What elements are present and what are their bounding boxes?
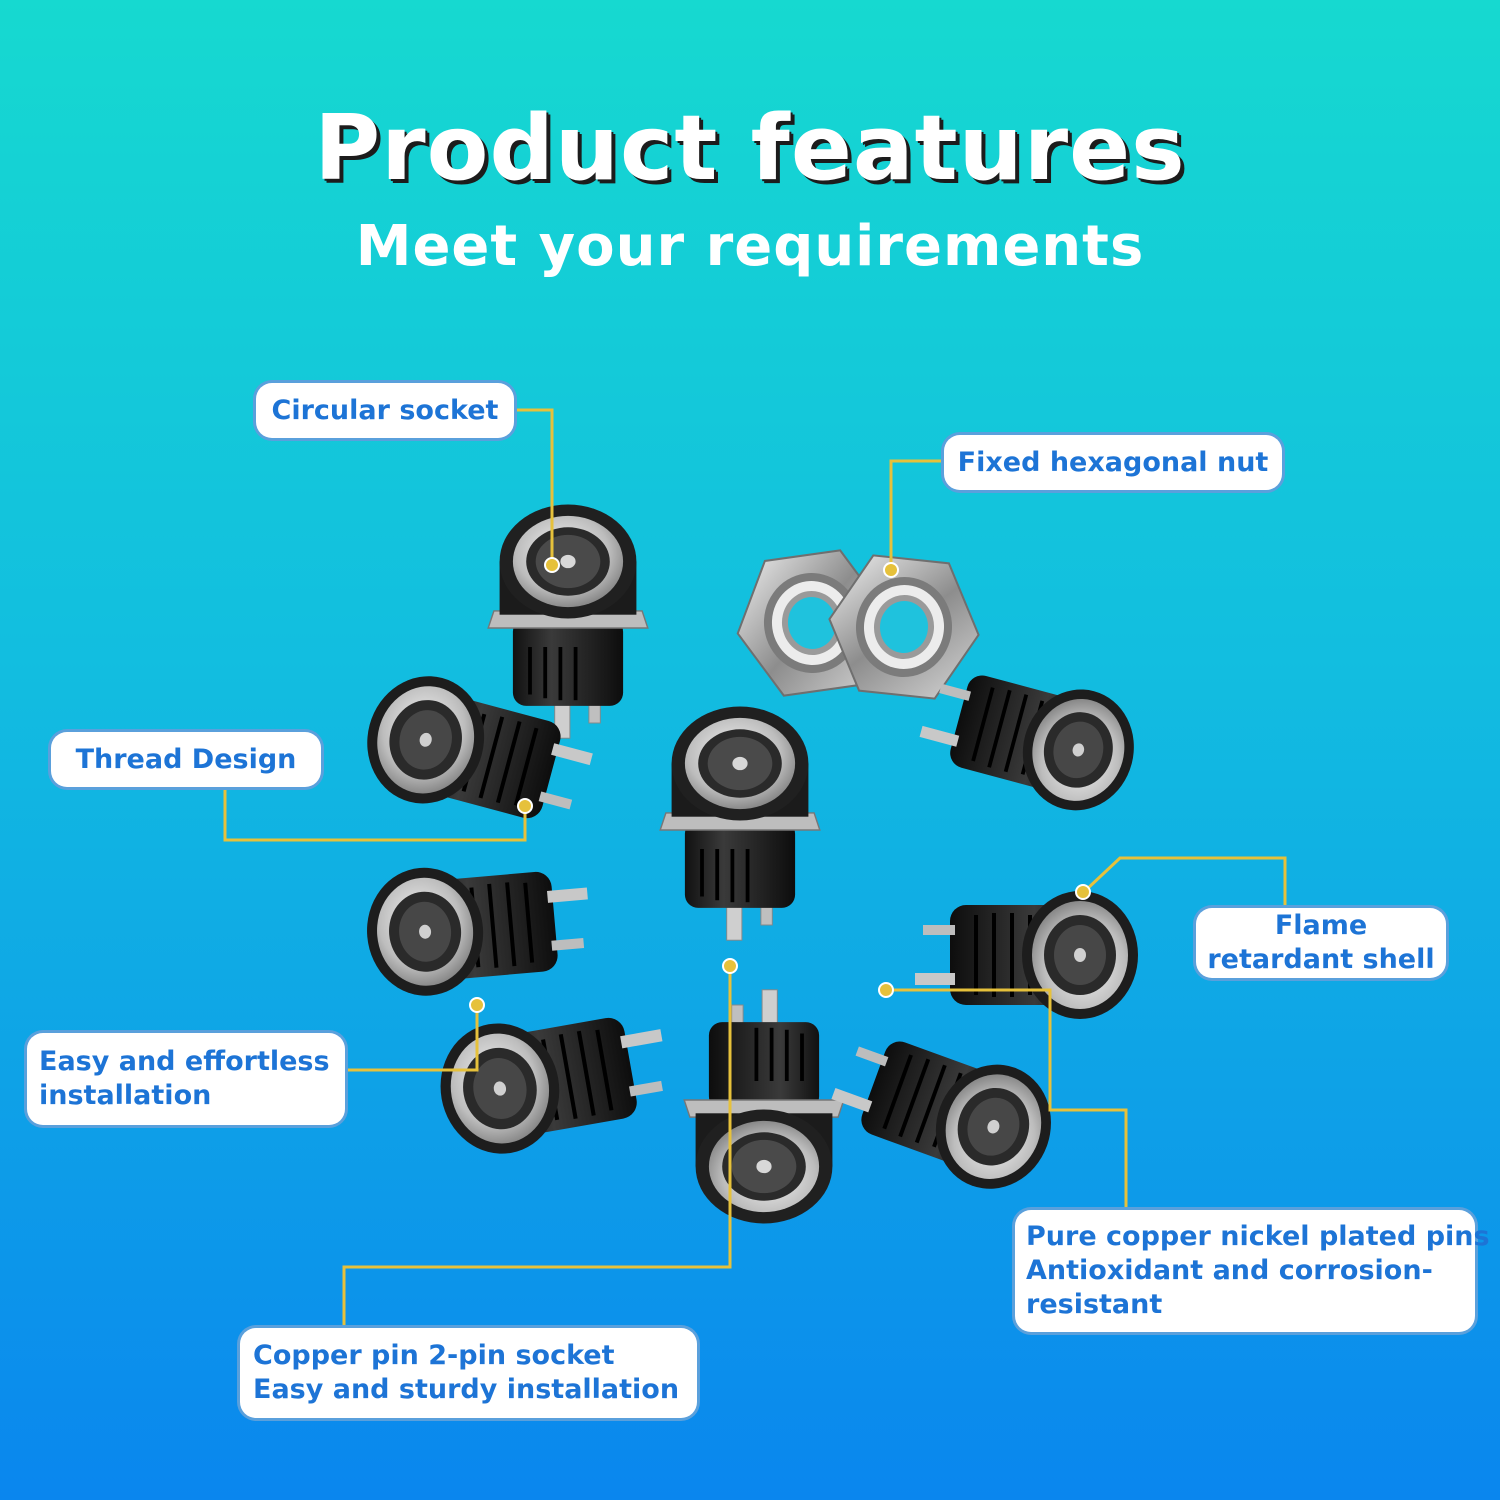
callout-copper-pins: Pure copper nickel plated pins Antioxida… [1015, 1210, 1490, 1332]
leader-dot-thread-design [517, 798, 533, 814]
leader-dot-circular-socket [544, 557, 560, 573]
callout-label-line2: installation [39, 1080, 212, 1111]
callout-circular-socket: Circular socket [256, 383, 514, 438]
callout-label-line1: Easy and effortless [39, 1046, 330, 1078]
leader-dot-two-pin [722, 958, 738, 974]
callout-label: Fixed hexagonal nut [957, 446, 1269, 478]
callout-label-line2: retardant shell [1207, 944, 1435, 975]
leader-dot-hex-nut [883, 562, 899, 578]
leader-copper-pins [888, 988, 1128, 1210]
callout-thread-design: Thread Design [51, 732, 321, 787]
leader-easy-install [345, 1005, 479, 1072]
callout-label-line2: Antioxidant and corrosion- [1026, 1255, 1433, 1287]
leader-two-pin [342, 968, 732, 1328]
callout-label-line1: Pure copper nickel plated pins [1026, 1221, 1490, 1253]
callout-two-pin: Copper pin 2-pin socket Easy and sturdy … [240, 1328, 697, 1418]
leader-dot-easy-install [469, 997, 485, 1013]
callout-hex-nut: Fixed hexagonal nut [944, 435, 1282, 490]
leader-flame-shell [1084, 856, 1287, 928]
leader-circular-socket [514, 408, 554, 565]
leader-dot-copper-pins [878, 982, 894, 998]
callout-label-line2: Easy and sturdy installation [253, 1374, 680, 1405]
callout-label-line1: Flame [1274, 910, 1368, 942]
leader-hex-nut [889, 459, 944, 570]
leader-dot-flame-shell [1075, 884, 1091, 900]
callout-label-line3: resistant [1026, 1288, 1163, 1320]
callout-flame-shell: Flame retardant shell [1196, 908, 1446, 978]
leader-thread-design [223, 790, 527, 842]
page-subtitle: Meet your requirements [355, 214, 1145, 279]
page-title: Product features [314, 96, 1186, 201]
callout-label: Thread Design [75, 743, 297, 775]
callout-label-line1: Copper pin 2-pin socket [253, 1340, 615, 1372]
callout-easy-install: Easy and effortless installation [27, 1033, 345, 1125]
callout-label: Circular socket [271, 394, 499, 426]
